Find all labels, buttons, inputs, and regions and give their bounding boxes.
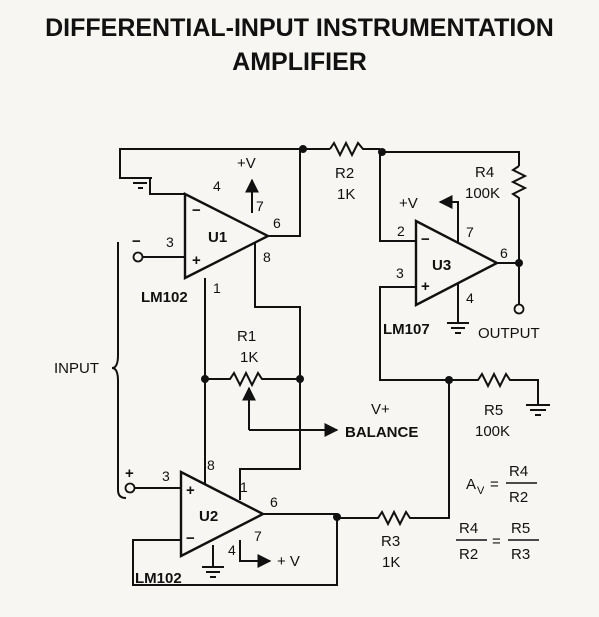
eq2-num2: R5 [511,520,530,537]
u1-top-wire [119,148,300,179]
u1-plus: + [192,252,201,269]
output-terminal [513,303,525,315]
eq1-equals: = [490,476,499,493]
eq2-num1: R4 [459,520,478,537]
u3-part: LM107 [383,321,430,338]
title-line-2: AMPLIFIER [232,48,367,76]
u3-pin-3: 3 [396,265,404,281]
resistor-ratio-equation: R4 R2 = R5 R3 [456,520,539,563]
u2-minus: − [186,530,195,547]
resistor-r4 [510,165,528,261]
u3-plus: + [421,278,430,295]
u1-pin-8: 8 [263,249,271,265]
u2-name: U2 [199,508,218,525]
eq1-lhs: A [466,476,476,493]
u2-supply-label: + V [277,553,300,570]
output-label: OUTPUT [478,325,540,342]
op-amp-u3: U3 − + 2 3 6 7 4 LM107 [383,219,508,338]
r5-ground-symbol [526,404,550,416]
wire-to-u3-inv [379,152,416,242]
u2-plus: + [186,482,195,499]
u1-minus: − [192,202,201,219]
wire-to-r4 [380,151,520,166]
input-plus-sign: + [125,465,134,482]
u1-pin-6: 6 [273,215,281,231]
u1-pin-4: 4 [213,178,221,194]
u3-pin-7: 7 [466,224,474,240]
eq2-den1: R2 [459,546,478,563]
balance-label: BALANCE [345,424,418,441]
eq2-equals: = [492,533,501,550]
u2-part: LM102 [135,570,182,587]
op-amp-u2: U2 + − 3 8 1 6 4 7 LM102 [135,457,278,587]
input-minus-sign: − [132,233,141,250]
wire-r5-to-r3 [414,380,450,519]
eq1-lhs-sub: V [477,485,485,497]
balance-vplus: V+ [371,401,390,418]
r1-name: R1 [237,328,256,345]
u2-pin-4: 4 [228,542,236,558]
r2-value: 1K [337,186,355,203]
eq1-den: R2 [509,489,528,506]
u1-name: U1 [208,229,227,246]
input-brace [111,242,127,499]
u2-feedback-wire [132,514,338,586]
resistor-r3 [337,509,414,527]
potentiometer-r1 [205,370,300,388]
r1-value: 1K [240,349,258,366]
u3-supply-label: +V [399,195,418,212]
u3-name: U3 [432,257,451,274]
u1-inv-ground-wire [149,178,185,195]
u3-pin-2: 2 [397,223,405,239]
r4-value: 100K [465,185,500,202]
gain-equation: A V = R4 R2 [466,463,537,506]
op-amp-u1: U1 − + 4 3 6 7 1 8 LM102 [141,178,281,306]
u1-supply-label: +V [237,155,256,172]
u3-noninv-wire [379,286,449,381]
u2-pin-6: 6 [270,494,278,510]
u1-pin-7: 7 [256,198,264,214]
u1-output-wire [268,149,301,237]
u3-ground-symbol [447,322,469,334]
u1-pin8-wire [254,242,301,379]
r4-name: R4 [475,164,494,181]
u3-minus: − [421,231,430,248]
r3-value: 1K [382,554,400,571]
r2-name: R2 [335,165,354,182]
u2-pin1-wire [239,379,301,500]
u1-ground-symbol [128,177,152,189]
r5-name: R5 [484,402,503,419]
u1-pin-3: 3 [166,234,174,250]
u2-supply-arrow [239,540,272,568]
u2-pin-7: 7 [254,528,262,544]
eq2-den2: R3 [511,546,530,563]
op-amp-u3-triangle [414,219,500,307]
op-amp-u1-triangle [183,192,271,280]
op-amp-u2-triangle [179,470,266,558]
r5-value: 100K [475,423,510,440]
title-line-1: DIFFERENTIAL-INPUT INSTRUMENTATION [45,14,554,42]
u2-pin-8: 8 [207,457,215,473]
u3-pin-4: 4 [466,290,474,306]
u1-pin-1: 1 [213,280,221,296]
u3-supply-arrow [438,195,459,243]
input-label: INPUT [54,360,99,377]
eq1-num: R4 [509,463,528,480]
resistor-r5 [449,371,539,405]
input-minus-terminal [132,251,144,263]
u2-pin-3: 3 [162,468,170,484]
u1-part: LM102 [141,289,188,306]
r3-name: R3 [381,533,400,550]
u2-ground-symbol [202,566,224,578]
u2-pin-1: 1 [240,479,248,495]
resistor-r2 [329,140,380,158]
u3-pin-6: 6 [500,245,508,261]
input-plus-terminal [124,482,136,494]
